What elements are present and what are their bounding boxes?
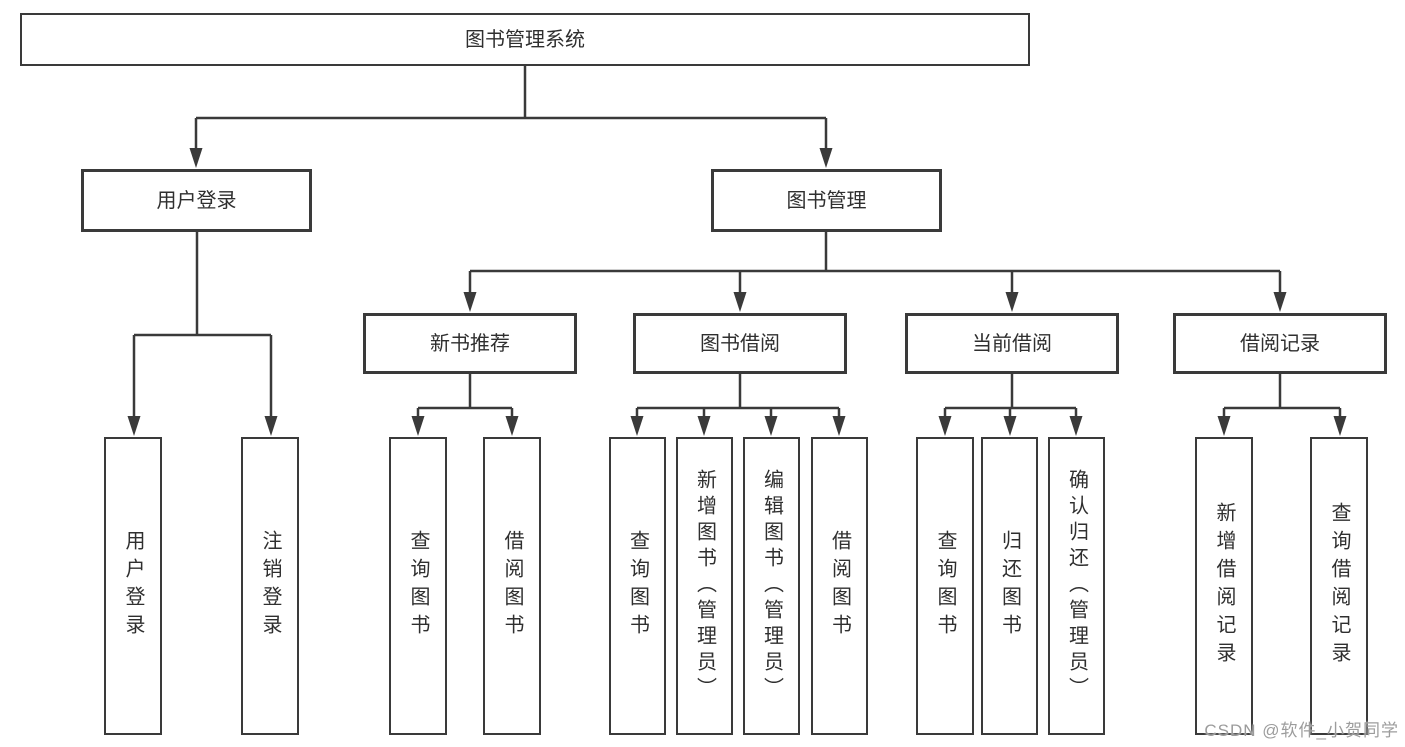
node-book-borrow: 图书借阅 (633, 313, 847, 374)
csdn-watermark: CSDN @软件_小贺同学 (1204, 721, 1399, 740)
leaf-current-query-books: 查询图书 (916, 437, 974, 735)
leaf-borrow-books: 借阅图书 (811, 437, 868, 735)
arrowheads (127, 148, 1347, 436)
node-new-book-recommend: 新书推荐 (363, 313, 577, 374)
leaf-confirm-return-admin: 确认归还（管理员） (1048, 437, 1105, 735)
node-borrow-record: 借阅记录 (1173, 313, 1387, 374)
leaf-return-books: 归还图书 (981, 437, 1038, 735)
leaf-borrow-query-books: 查询图书 (609, 437, 666, 735)
leaf-add-books-admin: 新增图书（管理员） (676, 437, 733, 735)
leaf-logout: 注销登录 (241, 437, 299, 735)
node-user-login: 用户登录 (81, 169, 312, 232)
node-book-management: 图书管理 (711, 169, 942, 232)
node-library-management-system: 图书管理系统 (20, 13, 1030, 66)
leaf-query-borrow-record: 查询借阅记录 (1310, 437, 1368, 735)
leaf-recommend-query-books: 查询图书 (389, 437, 447, 735)
leaf-add-borrow-record: 新增借阅记录 (1195, 437, 1253, 735)
leaf-recommend-borrow-books: 借阅图书 (483, 437, 541, 735)
leaf-edit-books-admin: 编辑图书（管理员） (743, 437, 800, 735)
node-current-borrow: 当前借阅 (905, 313, 1119, 374)
leaf-user-login: 用户登录 (104, 437, 162, 735)
